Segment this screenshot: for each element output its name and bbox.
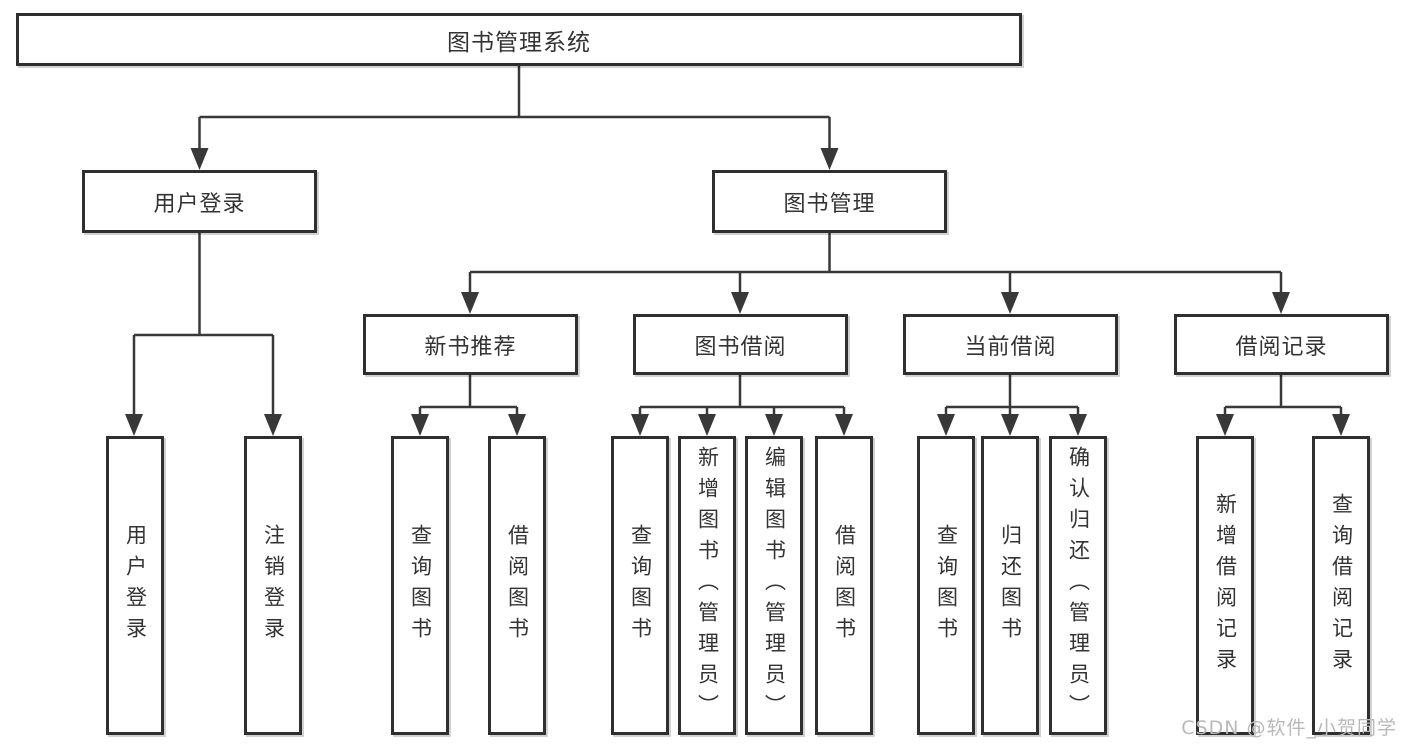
node-label: 查询借阅记录 — [1329, 492, 1354, 679]
node-label: 新增图书（管理员） — [695, 446, 720, 725]
node-book-borrowing: 图书借阅 — [633, 314, 848, 375]
node-label: 借阅记录 — [1235, 334, 1328, 360]
node-borrowing-records: 借阅记录 — [1174, 314, 1389, 375]
node-label: 借阅图书 — [832, 523, 857, 648]
node-user-login-branch: 用户登录 — [82, 170, 317, 233]
node-library-management-system: 图书管理系统 — [16, 13, 1022, 66]
node-label: 当前借阅 — [964, 334, 1057, 360]
leaf-query-books-current: 查询图书 — [917, 436, 975, 735]
leaf-confirm-return-admin: 确认归还（管理员） — [1049, 436, 1107, 735]
node-label: 编辑图书（管理员） — [762, 446, 787, 725]
leaf-add-books-admin: 新增图书（管理员） — [678, 436, 736, 735]
node-label: 图书借阅 — [694, 334, 787, 360]
node-label: 新书推荐 — [424, 334, 517, 360]
node-label: 用户登录 — [153, 191, 246, 217]
node-label: 图书管理 — [783, 191, 876, 217]
leaf-add-borrow-record: 新增借阅记录 — [1196, 436, 1254, 735]
leaf-logout: 注销登录 — [244, 436, 302, 735]
node-book-management: 图书管理 — [712, 170, 947, 233]
leaf-query-books-borrowing: 查询图书 — [611, 436, 669, 735]
node-current-borrowing: 当前借阅 — [903, 314, 1118, 375]
leaf-borrow-books-borrowing: 借阅图书 — [815, 436, 873, 735]
node-label: 归还图书 — [998, 523, 1023, 648]
leaf-user-login: 用户登录 — [106, 436, 164, 735]
leaf-edit-books-admin: 编辑图书（管理员） — [745, 436, 803, 735]
leaf-query-borrow-record: 查询借阅记录 — [1312, 436, 1370, 735]
leaf-return-books: 归还图书 — [981, 436, 1039, 735]
watermark: CSDN @软件_小贺同学 — [1181, 717, 1397, 739]
node-new-book-recommendation: 新书推荐 — [363, 314, 578, 375]
node-label: 注销登录 — [261, 523, 286, 648]
node-label: 查询图书 — [934, 523, 959, 648]
node-label: 查询图书 — [628, 523, 653, 648]
node-label: 新增借阅记录 — [1213, 492, 1238, 679]
node-label: 确认归还（管理员） — [1066, 446, 1091, 725]
node-label: 查询图书 — [408, 523, 433, 648]
node-label: 借阅图书 — [505, 523, 530, 648]
node-label: 图书管理系统 — [447, 29, 591, 56]
node-label: 用户登录 — [123, 523, 148, 648]
leaf-query-books-new-book: 查询图书 — [391, 436, 449, 735]
leaf-borrow-books-new-book: 借阅图书 — [488, 436, 546, 735]
